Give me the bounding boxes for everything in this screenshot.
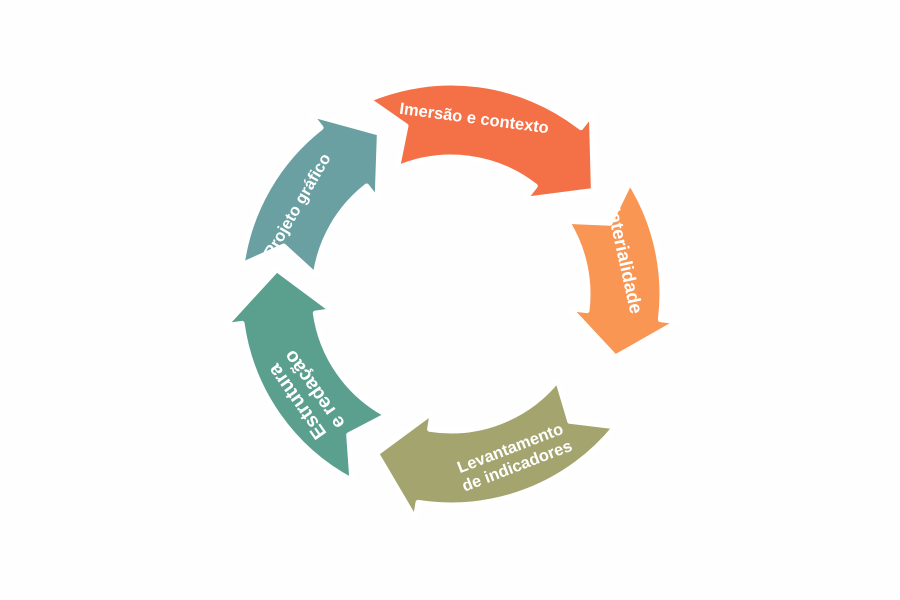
cycle-arrow-materialidade (564, 179, 680, 360)
cycle-arrow-levantamento (374, 377, 618, 522)
cycle-step-estrutura: Estruturae redação (222, 267, 390, 483)
cycle-arrow-estrutura (222, 267, 390, 483)
cycle-arrow-imersao (366, 80, 596, 202)
cycle-step-imersao: Imersão e contexto (366, 80, 596, 202)
cycle-step-levantamento: Levantamentode indicadores (374, 377, 618, 522)
cycle-arrow-projeto (239, 111, 382, 278)
cycle-step-materialidade: Materialidade (564, 179, 680, 360)
cycle-step-projeto: Projeto gráfico (239, 111, 382, 278)
